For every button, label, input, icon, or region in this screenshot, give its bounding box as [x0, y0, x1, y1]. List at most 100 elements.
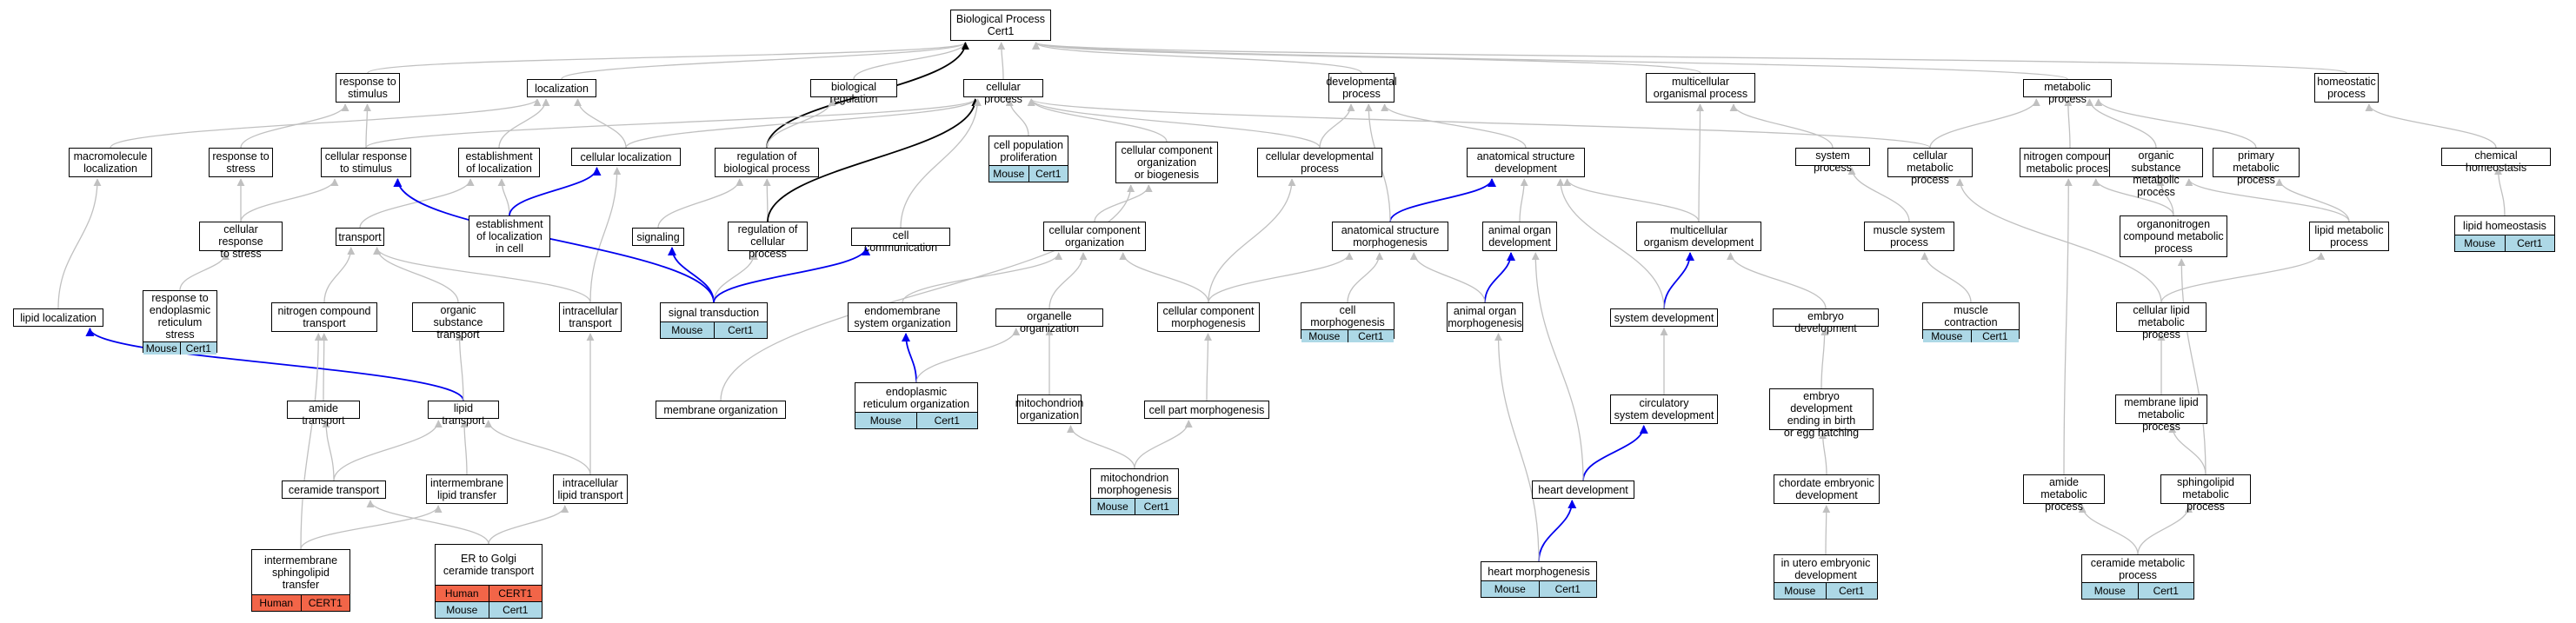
go-term-node-resp-stim[interactable]: response to stimulus [336, 73, 400, 103]
go-term-node-amide-transport[interactable]: amide transport [287, 401, 360, 427]
species-cell: Mouse [1784, 585, 1816, 597]
go-term-node-macro-loc[interactable]: macromolecule localization [69, 148, 152, 177]
go-term-node-cell-lipid-metab[interactable]: cellular lipid metabolic process [2116, 302, 2207, 341]
species-cell: Mouse [869, 414, 902, 427]
go-term-node-sys-proc[interactable]: system process [1795, 148, 1870, 174]
go-term-label: cell part morphogenesis [1148, 403, 1265, 416]
go-term-node-nitro-transport[interactable]: nitrogen compound transport [271, 302, 377, 332]
go-term-node-membrane-org[interactable]: membrane organization [656, 401, 786, 419]
go-term-node-lipid-metab[interactable]: lipid metabolic process [2309, 222, 2389, 251]
edge-bio-reg-to-root [853, 42, 969, 80]
go-term-label: lipid metabolic process [2314, 224, 2384, 249]
go-term-node-cell-loc[interactable]: cellular localization [571, 148, 681, 166]
go-term-node-cell-comp-org-bio[interactable]: cellular component organization or bioge… [1115, 142, 1218, 183]
go-term-node-root[interactable]: Biological Process Cert1 [950, 10, 1051, 41]
go-term-node-anat-dev[interactable]: anatomical structure development [1467, 148, 1585, 177]
go-term-label: mitochondrion organization [1015, 397, 1084, 421]
go-term-label: cellular response to stimulus [324, 150, 408, 175]
go-term-node-estab-loc[interactable]: establishment of localization [458, 148, 540, 177]
go-term-node-lipid-transport[interactable]: lipid transport [428, 401, 499, 427]
go-term-node-muscle-sys[interactable]: muscle system process [1864, 222, 1954, 251]
go-term-node-dev-proc[interactable]: developmental process [1326, 73, 1397, 103]
go-term-node-estab-loc-cell[interactable]: establishment of localization in cell [469, 215, 550, 257]
go-term-node-embryo-dev-birth[interactable]: embryo development ending in birth or eg… [1769, 388, 1874, 439]
go-term-node-amide-metab[interactable]: amide metabolic process [2023, 474, 2105, 513]
go-term-node-cell-resp-stim[interactable]: cellular response to stimulus [321, 148, 411, 177]
go-term-node-multi-org-dev[interactable]: multicellular organism development [1636, 222, 1761, 251]
go-term-node-ceramide-transport[interactable]: ceramide transport [282, 481, 386, 499]
go-term-node-multi-org[interactable]: multicellular organismal process [1646, 73, 1755, 103]
go-term-node-intra-transport[interactable]: intracellular transport [559, 302, 622, 332]
go-term-node-cell-proc[interactable]: cellular process [963, 79, 1043, 105]
go-term-node-cell-metab[interactable]: cellular metabolic process [1887, 148, 1973, 186]
go-term-node-signaling[interactable]: signaling [632, 228, 684, 246]
go-term-label: developmental process [1326, 76, 1397, 100]
go-term-label: muscle contraction [1944, 304, 1998, 328]
go-term-node-mito-org[interactable]: mitochondrion organization [1015, 394, 1084, 424]
go-term-node-metab-proc[interactable]: metabolic process [2023, 79, 2112, 105]
go-term-node-sys-dev[interactable]: system development [1610, 308, 1718, 327]
go-term-node-chem-homeo[interactable]: chemical homeostasis [2441, 148, 2551, 174]
go-term-node-prim-metab[interactable]: primary metabolic process [2213, 148, 2300, 186]
go-term-node-organelle-org[interactable]: organelle organization [995, 308, 1103, 335]
go-term-node-cell-dev[interactable]: cellular developmental process [1257, 148, 1382, 177]
go-term-node-bio-reg[interactable]: biological regulation [810, 79, 897, 105]
go-term-node-embryo-dev[interactable]: embryo development [1773, 308, 1879, 335]
go-term-node-nitro-metab[interactable]: nitrogen compound metabolic process [2020, 148, 2120, 177]
edge-reg-cell-to-reg-bio [762, 178, 771, 222]
go-term-node-reg-cell[interactable]: regulation of cellular process [728, 222, 808, 260]
edge-cell-dev-to-cell-proc [1027, 98, 1321, 149]
go-term-node-cell-comm[interactable]: cell communication [851, 228, 950, 254]
go-term-node-cell-part-morph[interactable]: cell part morphogenesis [1144, 401, 1269, 419]
go-term-label: cell population proliferation [994, 138, 1063, 163]
go-term-node-heart-dev[interactable]: heart development [1532, 481, 1634, 499]
go-term-node-endomem-org[interactable]: endomembrane system organization [848, 302, 957, 332]
go-term-node-intermem-lipid-transfer[interactable]: intermembrane lipid transfer [426, 474, 508, 504]
go-term-node-sphingolipid-metab[interactable]: sphingolipid metabolic process [2160, 474, 2251, 513]
go-term-node-resp-er-stress[interactable]: response to endoplasmic reticulum stress… [143, 290, 217, 355]
go-term-node-chordate-embryo[interactable]: chordate embryonic development [1774, 474, 1880, 504]
go-term-node-animal-organ-dev[interactable]: animal organ development [1482, 222, 1557, 251]
go-term-label: Biological Process Cert1 [955, 13, 1046, 37]
go-term-node-reg-bio[interactable]: regulation of biological process [715, 148, 819, 177]
go-term-node-cell-resp-stress[interactable]: cellular response to stress [199, 222, 283, 260]
go-term-node-resp-stress[interactable]: response to stress [209, 148, 273, 177]
go-term-node-homeo-proc[interactable]: homeostatic process [2314, 73, 2379, 103]
go-term-node-memb-lipid-metab[interactable]: membrane lipid metabolic process [2115, 394, 2207, 433]
go-term-node-cell-comp-morph[interactable]: cellular component morphogenesis [1157, 302, 1260, 332]
go-term-label: signaling [636, 230, 680, 243]
go-term-node-intra-lipid-transport[interactable]: intracellular lipid transport [553, 474, 628, 504]
go-term-node-circ-sys-dev[interactable]: circulatory system development [1610, 394, 1718, 424]
edge-cell-pop-to-cell-proc [1005, 98, 1029, 136]
go-term-node-organonitro[interactable]: organonitrogen compound metabolic proces… [2120, 215, 2227, 257]
go-term-node-localization[interactable]: localization [527, 79, 596, 97]
go-term-node-lipid-loc[interactable]: lipid localization [13, 308, 103, 327]
edge-intra-lipid-transport-to-lipid-transport [484, 420, 591, 475]
go-term-node-cell-comp-org[interactable]: cellular component organization [1043, 222, 1146, 251]
go-term-node-org-sub-metab[interactable]: organic substance metabolic process [2109, 148, 2203, 198]
go-term-node-animal-organ-morph[interactable]: animal organ morphogenesis [1447, 302, 1523, 332]
go-term-node-org-sub-transport[interactable]: organic substance transport [412, 302, 504, 341]
edge-cell-loc-to-cell-proc [625, 98, 980, 149]
edge-er-golgi-ceramide-to-ceramide-transport [366, 500, 489, 545]
go-term-node-anat-morph[interactable]: anatomical structure morphogenesis [1332, 222, 1448, 251]
go-term-node-transport[interactable]: transport [336, 228, 384, 246]
edge-cell-morph-to-anat-morph [1347, 252, 1384, 303]
edge-cell-comp-morph-to-cell-comp-org [1119, 252, 1209, 303]
species-cell: Mouse [1931, 330, 1963, 342]
go-term-label: heart development [1538, 483, 1628, 496]
